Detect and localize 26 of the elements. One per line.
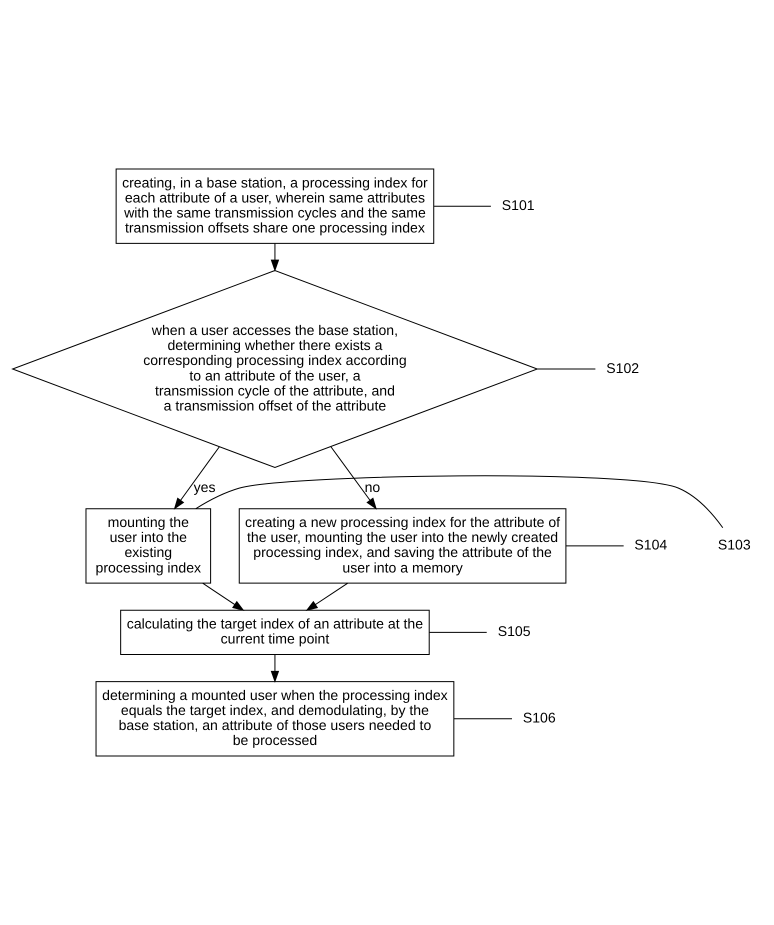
node-text: S101 — [502, 196, 535, 213]
arrow — [330, 446, 377, 510]
node-box: mounting the user into the existing processing index — [85, 508, 212, 584]
node-box: creating a new processing index for the attribute of the user, mounting the user into the newly created processing index, and saving the attribute of the user into a memory — [238, 508, 566, 584]
connector — [430, 632, 487, 633]
connector — [537, 368, 596, 370]
arrow — [270, 654, 280, 683]
arrow — [270, 244, 280, 272]
node-text: S103 — [718, 536, 751, 553]
node-text: S106 — [522, 710, 556, 726]
edge-label: no — [364, 478, 380, 495]
arrow — [202, 582, 244, 612]
node-text: S105 — [498, 623, 531, 640]
edge-label: yes — [194, 478, 216, 495]
node-text: S104 — [634, 536, 668, 553]
node-box: determining a mounted user when the processing index equals the target index, and demodulating, by the base station, an attribute of those users needed to be processed — [96, 681, 454, 756]
node-box: creating, in a base station, a processing index for each attribute of a user, wherein same attributes with the same transmission cycles and the same transmission offsets share one processing index — [116, 168, 434, 244]
node-diamond: when a user accesses the base station, determining whether there exists a corresponding processing index according to an attribute of the user, a transmission cycle of the attribute, and a transmission offset of the attribute — [11, 270, 539, 468]
connector — [566, 545, 624, 546]
connector — [454, 718, 512, 720]
arrow — [174, 446, 220, 510]
arrow — [306, 582, 348, 612]
connector — [434, 206, 491, 207]
node-text: S102 — [606, 360, 640, 376]
node-box: calculating the target index of an attribute at the current time point — [120, 610, 430, 655]
connector — [196, 475, 724, 528]
